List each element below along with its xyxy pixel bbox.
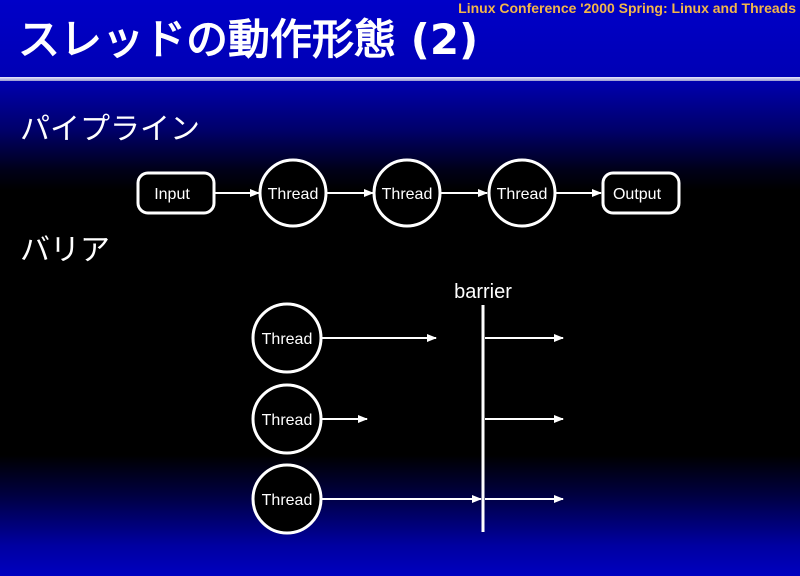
barrier-thread-label: Thread <box>262 492 313 509</box>
header-bar <box>0 0 800 78</box>
pipeline-heading: パイプライン <box>20 112 200 147</box>
title-rule <box>0 77 800 81</box>
pipeline-thread-label: Thread <box>382 186 433 203</box>
barrier-diagram: barrier Thread Thread Thread <box>251 281 564 535</box>
pipeline-thread-label: Thread <box>497 186 548 203</box>
barrier-thread-label: Thread <box>262 331 313 348</box>
pipeline-output-label: Output <box>613 186 662 203</box>
barrier-thread-label: Thread <box>262 412 313 429</box>
barrier-heading: バリア <box>20 233 110 268</box>
slide-title: スレッドの動作形態 (2) <box>18 15 479 64</box>
pipeline-input-label: Input <box>154 186 190 203</box>
pipeline-thread-label: Thread <box>268 186 319 203</box>
barrier-label: barrier <box>454 281 512 303</box>
pipeline-output-box <box>601 171 681 215</box>
pipeline-diagram: Input Thread Thread Thread Output <box>136 158 681 228</box>
conference-title: Linux Conference '2000 Spring: Linux and… <box>458 0 796 16</box>
